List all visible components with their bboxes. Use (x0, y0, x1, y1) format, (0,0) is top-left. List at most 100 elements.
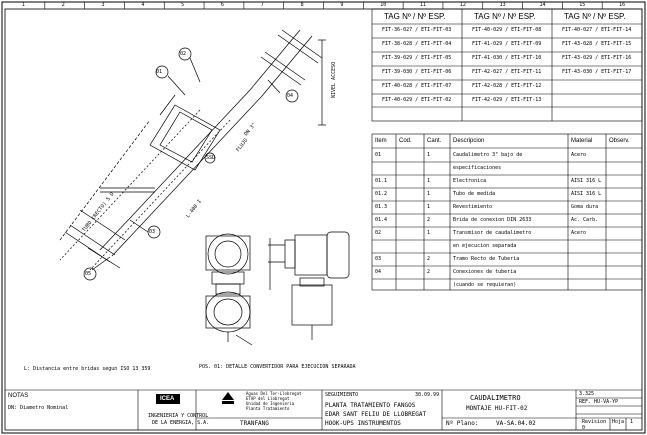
materials-cell: 04 (375, 269, 382, 275)
materials-cell: 1 (427, 204, 431, 210)
tag-table-cell: FIT-40-029 / ETI-FIT-08 (472, 27, 542, 33)
materials-cell: especificaciones (453, 165, 502, 171)
note-flange-distance: L: Distancia entre bridas segun ISO 13 3… (24, 366, 151, 372)
tag-table-cell: FIT-39-029 / ETI-FIT-05 (382, 55, 452, 61)
grid-number: 2 (61, 2, 65, 8)
materials-cell: Conexiones de tuberia (453, 269, 517, 275)
materials-header: Descripcion (453, 138, 485, 144)
tag-table-cell: FIT-40-028 / ETI-FIT-07 (382, 83, 452, 89)
callout-01-label: 01 (156, 69, 163, 75)
materials-cell: Transmisor de caudalimetro (453, 230, 532, 236)
tag-table-cell: FIT-40-027 / ETI-FIT-14 (562, 27, 632, 33)
tag-table-cell: FIT-42-028 / ETI-FIT-12 (472, 83, 542, 89)
materials-cell: 01 (375, 152, 382, 158)
tag-table-cell: FIT-42-027 / ETI-FIT-11 (472, 69, 542, 75)
tag-table-cell: FIT-38-028 / ETI-FIT-04 (382, 41, 452, 47)
hoja-label: Hoja (612, 419, 625, 425)
project-code: SEGUIMIENTO (325, 392, 359, 398)
tag-table-cell: FIT-40-029 / ETI-FIT-02 (382, 97, 452, 103)
materials-cell: 1 (427, 191, 431, 197)
grid-number: 15 (579, 2, 586, 8)
callout-05-label: 05 (85, 271, 92, 277)
tag-table-header: TAG Nº / Nº ESP. (564, 12, 626, 21)
materials-cell: 1 (427, 152, 431, 158)
materials-cell: Tramo Recto de Tuberia (453, 256, 520, 262)
ssd-label: SSD (206, 155, 216, 161)
converter-detail-side (268, 231, 350, 340)
materials-cell: Electronica (453, 178, 487, 184)
notes-line: DN: Diametro Nominal (8, 405, 69, 411)
project-line-1: PLANTA TRATAMIENTO FANGOS (325, 402, 416, 409)
materials-cell: Ac. Carb. (571, 217, 599, 223)
materials-cell: 03 (375, 256, 382, 262)
materials-cell: 02 (375, 230, 382, 236)
materials-header: Material (571, 138, 593, 144)
materials-cell: Tubo de medida (453, 191, 496, 197)
materials-header: Item (375, 138, 387, 144)
drawing-date: 30.09.99 (415, 392, 440, 398)
tag-table-cell: FIT-41-029 / ETI-FIT-09 (472, 41, 542, 47)
grid-number: 7 (260, 2, 264, 8)
materials-cell: en ejecucion separada (453, 243, 517, 249)
tag-table-cell: FIT-36-027 / ETI-FIT-03 (382, 27, 452, 33)
tag-table-cell: FIT-41-030 / ETI-FIT-10 (472, 55, 542, 61)
materials-cell: Caudalimetro 3" bajo de (453, 152, 523, 158)
materials-cell: 01.3 (375, 204, 388, 210)
client-logo-mark (222, 392, 234, 404)
company-name-line-1: INGENIERIA Y CONTROL (148, 413, 209, 419)
callout-03-label: 03 (149, 229, 156, 235)
company-name-line-2: DE LA ENERGIA, S.A. (152, 420, 210, 426)
project-line-3: HOOK-UPS INSTRUMENTOS (325, 420, 401, 427)
materials-cell: Acero (571, 152, 587, 158)
client-line-2: ETAP del Llobregat (246, 396, 290, 401)
tag-table-cell: FIT-43-030 / ETI-FIT-17 (562, 69, 632, 75)
drawing-title: CAUDALIMETRO (470, 394, 521, 402)
callout-02-label: 02 (180, 51, 187, 57)
materials-cell: AISI 316 L (571, 191, 602, 197)
grid-number: 11 (420, 2, 427, 8)
vertical-dimension-label: NIVEL ACCESO (331, 61, 337, 98)
materials-cell: (cuando se requieran) (453, 282, 517, 288)
materials-cell: 2 (427, 217, 431, 223)
materials-cell: 1 (427, 178, 431, 184)
project-line-2: EDAR SANT FELIU DE LLOBREGAT (325, 411, 427, 418)
materials-cell: AISI 316 L (571, 178, 602, 184)
company-logo-text: ICEA (160, 396, 175, 402)
hoja-value: 1 (630, 419, 634, 425)
grid-number: 4 (141, 2, 145, 8)
materials-cell: Brida de conexion DIN 2633 (453, 217, 532, 223)
grid-number: 5 (181, 2, 185, 8)
materials-cell: 2 (427, 269, 431, 275)
client-line-4: Planta Tratamiento (246, 406, 290, 411)
title-block-grid (5, 389, 642, 430)
company-logo-box (156, 394, 180, 404)
grid-ruler (44, 2, 603, 9)
tag-table-cell: FIT-43-029 / ETI-FIT-16 (562, 55, 632, 61)
right-code-2: REF. HU-VA-YP (579, 399, 619, 405)
grid-number: 12 (459, 2, 466, 8)
tag-table-header: TAG Nº / Nº ESP. (384, 12, 446, 21)
grid-number: 6 (220, 2, 224, 8)
plano-number: VA-SA.04.02 (496, 420, 536, 427)
materials-cell: 01.1 (375, 178, 388, 184)
tag-table-cell: FIT-42-029 / ETI-FIT-13 (472, 97, 542, 103)
note-converter-detail: POS. 01: DETALLE CONVERTIDOR PARA EJECUC… (199, 364, 356, 370)
revision-value: 0 (582, 425, 586, 431)
materials-cell: Revestimiento (453, 204, 493, 210)
grid-number: 14 (539, 2, 546, 8)
materials-cell: Acero (571, 230, 587, 236)
grid-number: 9 (340, 2, 344, 8)
tag-table-cell: FIT-43-028 / ETI-FIT-15 (562, 41, 632, 47)
materials-cell: 01.2 (375, 191, 388, 197)
client-line-1: Aguas Del Ter-Llobregat (246, 391, 302, 396)
client-signature: TRANFANG (240, 420, 269, 427)
grid-number: 1 (21, 2, 25, 8)
drawing-subtitle: MONTAJE HU-FIT-02 (466, 405, 528, 412)
grid-number: 13 (499, 2, 506, 8)
grid-number: 10 (380, 2, 387, 8)
notes-title: NOTAS (8, 393, 29, 399)
right-code-1: 3.325 (579, 391, 595, 397)
materials-header: Cant. (427, 138, 442, 144)
plano-label: Nº Plano: (446, 420, 479, 427)
